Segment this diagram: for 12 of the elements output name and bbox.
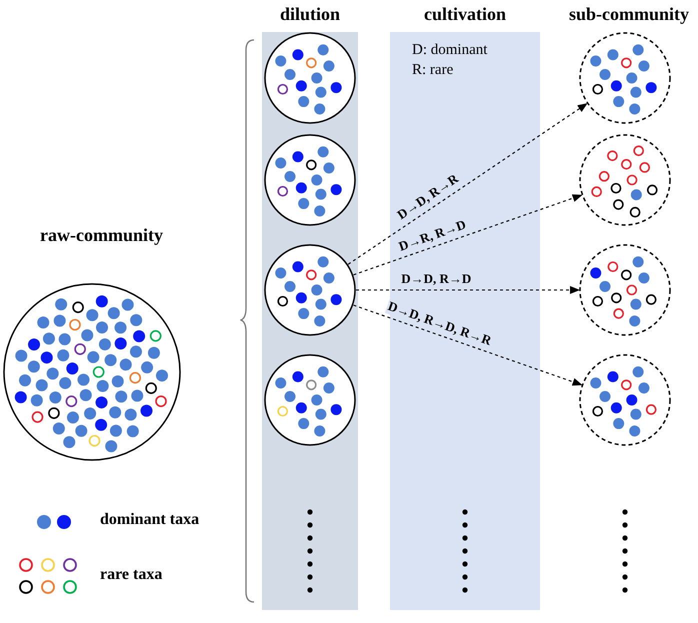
column-heading: sub-community: [568, 4, 690, 25]
column-heading: cultivation: [422, 4, 507, 25]
arrow: [356, 286, 580, 294]
arrow: [353, 194, 583, 276]
legend-text: rare taxa: [100, 566, 162, 584]
legend-text: dominant taxa: [100, 511, 200, 529]
community-heading: raw-community: [40, 225, 163, 246]
note-text: D: dominant: [412, 42, 488, 59]
arrow: [348, 103, 588, 265]
column-heading: dilution: [278, 4, 342, 25]
arrow: [353, 304, 583, 386]
note-text: R: rare: [412, 62, 454, 79]
